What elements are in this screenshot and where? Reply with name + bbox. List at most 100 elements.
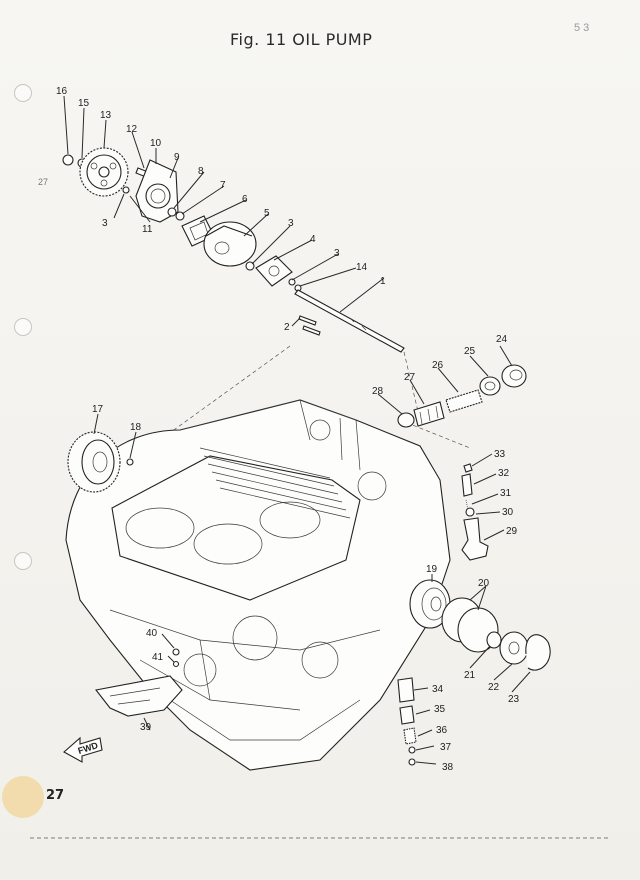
- callout-10: 10: [150, 138, 162, 149]
- relief-valve-assembly: [377, 345, 527, 428]
- driven-gear-assembly: [67, 413, 137, 493]
- callout-30: 30: [502, 507, 514, 518]
- callout-labels: 1 2 3 3 3 3 4 5 6 7 8 9 10 11 12 13 14 1…: [56, 86, 520, 773]
- callout-3-left: 3: [102, 218, 108, 229]
- pin-3c: [288, 278, 296, 286]
- diagram-stroke: [377, 345, 513, 415]
- drain-assembly: [397, 677, 437, 766]
- punch-hole-top: [14, 84, 32, 102]
- diagram-stroke: [259, 501, 321, 539]
- diagram-stroke: [143, 633, 175, 731]
- washer-37: [408, 746, 416, 754]
- diagram-stroke: [357, 471, 387, 501]
- valve-body-32: [461, 473, 473, 497]
- callout-38: 38: [442, 762, 454, 773]
- diagram-stroke: [100, 179, 108, 187]
- diagram-stroke: [301, 641, 339, 679]
- diagram-stroke: [109, 687, 161, 705]
- fwd-arrow: FWD: [63, 736, 103, 763]
- punch-hole-middle: [14, 318, 32, 336]
- callout-36: 36: [436, 725, 448, 736]
- diagram-stroke: [81, 439, 115, 485]
- figure-title: Fig. 11 OIL PUMP: [230, 30, 373, 49]
- cover-seal-10: [145, 183, 171, 209]
- oil-pump-assembly: [62, 95, 405, 353]
- callout-21: 21: [464, 670, 476, 681]
- callout-34: 34: [432, 684, 444, 695]
- pin-2a: [298, 315, 317, 326]
- callout-28: 28: [372, 386, 384, 397]
- callout-19: 19: [426, 564, 438, 575]
- callout-24: 24: [496, 334, 508, 345]
- ball-30: [465, 507, 475, 517]
- pin-3a: [122, 186, 130, 194]
- bolt-29: [461, 517, 489, 561]
- pin-8: [167, 207, 177, 217]
- diagram-stroke: [63, 736, 103, 763]
- diagram-stroke: [508, 641, 520, 655]
- callout-26: 26: [432, 360, 444, 371]
- callout-1: 1: [380, 276, 386, 287]
- diagram-stroke: [169, 699, 361, 741]
- callout-3-upper: 3: [288, 218, 294, 229]
- callout-3-right: 3: [334, 248, 340, 259]
- diagram-stroke: [268, 265, 280, 277]
- diagram-stroke: [109, 162, 117, 170]
- spring-36: [403, 727, 417, 745]
- callout-29: 29: [506, 526, 518, 537]
- callout-23: 23: [508, 694, 520, 705]
- bracket-39: [95, 675, 183, 717]
- drive-gear-13-bore: [98, 166, 110, 178]
- callout-8: 8: [198, 166, 204, 177]
- fitting-34: [397, 677, 415, 703]
- plug-24: [501, 364, 527, 388]
- callout-40: 40: [146, 628, 158, 639]
- side-number: 27: [38, 177, 49, 187]
- oil-filter-assembly: [409, 574, 551, 693]
- valve-28: [397, 412, 415, 428]
- diagram-stroke: [179, 399, 361, 471]
- circlip-23: [525, 634, 551, 671]
- callout-33: 33: [494, 449, 506, 460]
- punch-hole-bottom: [14, 552, 32, 570]
- bolt-40: [172, 648, 180, 656]
- corner-mark: 5 3: [574, 22, 590, 34]
- diagram-stroke: [349, 317, 367, 331]
- diagram-stroke: [125, 507, 195, 549]
- diagram-stroke: [90, 162, 98, 170]
- diagram-stroke: [484, 381, 496, 391]
- diagram-stroke: [309, 419, 331, 441]
- callout-37: 37: [440, 742, 452, 753]
- callout-35: 35: [434, 704, 446, 715]
- cover-22: [499, 631, 529, 665]
- diagram-stroke: [150, 188, 166, 204]
- diagram-stroke: [421, 587, 447, 621]
- callout-12: 12: [126, 124, 138, 135]
- callout-6: 6: [242, 194, 248, 205]
- spring-26: [445, 389, 483, 413]
- callout-2: 2: [284, 322, 290, 333]
- nut-16: [62, 154, 74, 166]
- diagram-stroke: [214, 241, 230, 255]
- check-valve-assembly: [461, 453, 505, 561]
- callout-25: 25: [464, 346, 476, 357]
- callout-9: 9: [174, 152, 180, 163]
- callout-13: 13: [100, 110, 112, 121]
- diagram-stroke: [193, 523, 263, 565]
- callout-5: 5: [264, 208, 270, 219]
- diagram-stroke: [183, 653, 217, 687]
- diagram-stroke: [509, 369, 523, 381]
- diagram-stroke: [205, 225, 253, 237]
- diagram-stroke: [471, 453, 505, 541]
- callout-20: 20: [478, 578, 490, 589]
- plunger-35: [399, 705, 415, 725]
- bracket-assembly: [95, 633, 183, 731]
- callout-15: 15: [78, 98, 90, 109]
- washer-25: [479, 376, 501, 396]
- callout-7: 7: [220, 180, 226, 191]
- seal-38: [408, 758, 416, 766]
- pin-2b: [302, 325, 321, 336]
- diagram-stroke: [413, 687, 437, 765]
- callout-31: 31: [500, 488, 512, 499]
